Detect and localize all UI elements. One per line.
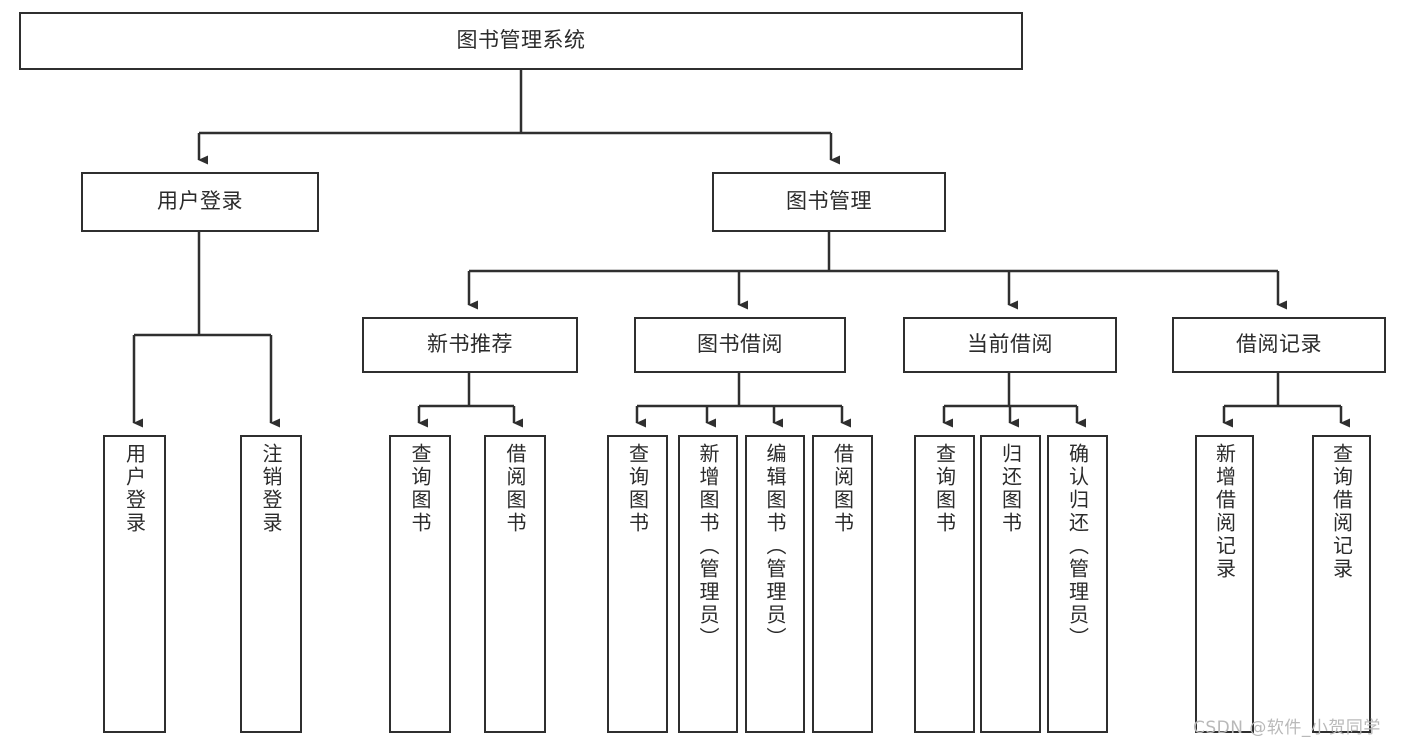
node-current-borrow-label: 当前借阅 (967, 332, 1053, 357)
connector-borrowrecord-to-leaves (1222, 373, 1350, 428)
connector-userlogin-to-leaves (132, 232, 280, 428)
connector-root-to-level1 (197, 70, 840, 165)
node-leaf-confirm-return[interactable]: 确认归还（管理员） (1047, 435, 1108, 733)
node-leaf-borrow-book-2-label: 借阅图书 (830, 443, 855, 535)
node-leaf-confirm-return-label: 确认归还（管理员） (1065, 443, 1090, 650)
connector-bookmanage-to-level2 (467, 232, 1287, 310)
node-book-borrow[interactable]: 图书借阅 (634, 317, 846, 373)
node-leaf-borrow-book-2[interactable]: 借阅图书 (812, 435, 873, 733)
node-book-manage[interactable]: 图书管理 (712, 172, 946, 232)
node-leaf-add-record-label: 新增借阅记录 (1212, 443, 1237, 581)
node-borrow-record-label: 借阅记录 (1236, 332, 1322, 357)
node-root-label: 图书管理系统 (456, 28, 586, 53)
node-leaf-query-book-1[interactable]: 查询图书 (389, 435, 451, 733)
connector-currentborrow-to-leaves (942, 373, 1086, 428)
node-leaf-query-book-1-label: 查询图书 (408, 443, 432, 535)
node-leaf-edit-book-label: 编辑图书（管理员） (763, 443, 787, 650)
node-new-book-rec[interactable]: 新书推荐 (362, 317, 578, 373)
node-leaf-query-book-3-label: 查询图书 (932, 443, 957, 535)
node-book-manage-label: 图书管理 (786, 189, 872, 214)
node-leaf-query-record-label: 查询借阅记录 (1329, 443, 1354, 581)
node-leaf-user-logout-label: 注销登录 (259, 443, 283, 535)
node-new-book-rec-label: 新书推荐 (427, 332, 513, 357)
node-leaf-borrow-book-1[interactable]: 借阅图书 (484, 435, 546, 733)
node-borrow-record[interactable]: 借阅记录 (1172, 317, 1386, 373)
node-leaf-add-book[interactable]: 新增图书（管理员） (678, 435, 738, 733)
node-leaf-query-book-2[interactable]: 查询图书 (607, 435, 668, 733)
node-user-login[interactable]: 用户登录 (81, 172, 319, 232)
node-leaf-add-book-label: 新增图书（管理员） (696, 443, 720, 650)
node-leaf-add-record[interactable]: 新增借阅记录 (1195, 435, 1254, 733)
node-leaf-user-login-label: 用户登录 (122, 443, 147, 535)
node-leaf-edit-book[interactable]: 编辑图书（管理员） (745, 435, 805, 733)
node-current-borrow[interactable]: 当前借阅 (903, 317, 1117, 373)
node-leaf-user-login[interactable]: 用户登录 (103, 435, 166, 733)
node-root[interactable]: 图书管理系统 (19, 12, 1023, 70)
node-leaf-return-book[interactable]: 归还图书 (980, 435, 1041, 733)
node-leaf-return-book-label: 归还图书 (998, 443, 1023, 535)
node-leaf-query-book-2-label: 查询图书 (625, 443, 650, 535)
node-leaf-query-book-3[interactable]: 查询图书 (914, 435, 975, 733)
connector-bookborrow-to-leaves (635, 373, 851, 428)
node-book-borrow-label: 图书借阅 (697, 332, 783, 357)
node-leaf-query-record[interactable]: 查询借阅记录 (1312, 435, 1371, 733)
connector-newbookrec-to-leaves (417, 373, 523, 428)
node-leaf-borrow-book-1-label: 借阅图书 (503, 443, 527, 535)
node-leaf-user-logout[interactable]: 注销登录 (240, 435, 302, 733)
node-user-login-label: 用户登录 (157, 189, 243, 214)
